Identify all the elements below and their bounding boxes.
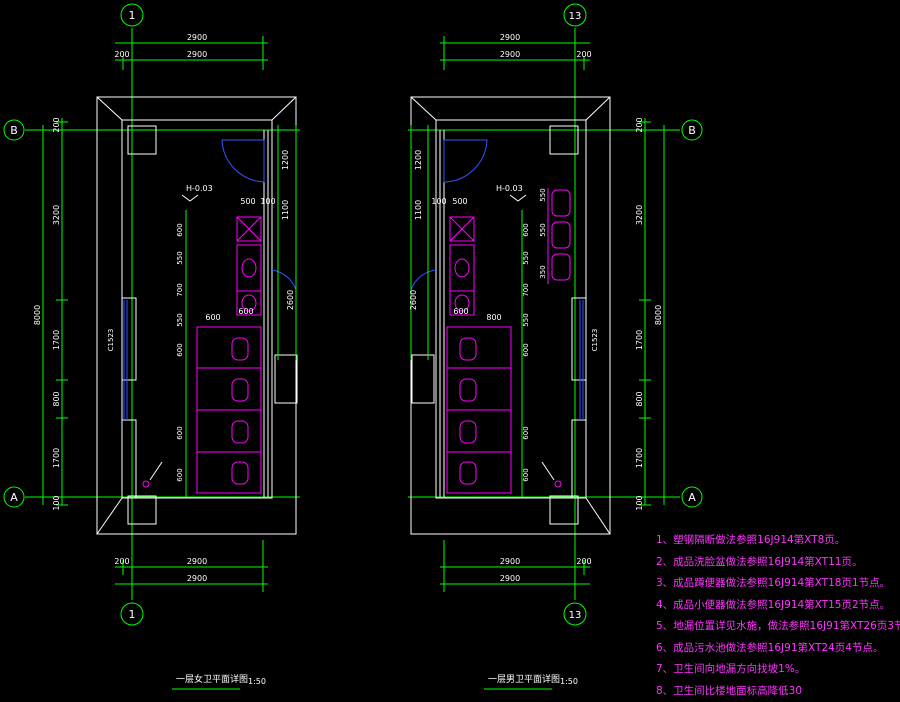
left-dim-2: 1700 bbox=[52, 330, 61, 350]
left-stall-dim-5: 600 bbox=[176, 426, 184, 439]
left-basin-dim-offset: 100 bbox=[260, 197, 275, 206]
left-door-dim-2: 2600 bbox=[286, 290, 295, 310]
right-plan-title: 一层男卫平面详图 bbox=[488, 673, 560, 685]
left-stall-width-2: 600 bbox=[238, 307, 253, 316]
right-basin-dim-offset: 100 bbox=[431, 197, 446, 206]
left-plan: 1 1 2900 200 2900 200 2900 2900 B A bbox=[4, 4, 300, 689]
axis-label-A-right: A bbox=[688, 491, 696, 504]
right-stall-dim-6: 600 bbox=[522, 468, 530, 481]
right-stall-dim-1: 550 bbox=[522, 251, 530, 264]
design-notes: 1、塑钢隔断做法参照16J914第XT8页。 2、成品洗脸盆做法参照16J914… bbox=[656, 530, 900, 702]
axis-label-B-right: B bbox=[688, 124, 696, 137]
note-item: 2、成品洗脸盆做法参照16J914第XT11页。 bbox=[656, 552, 900, 574]
right-dim-2: 1700 bbox=[635, 330, 644, 350]
left-door-dim-0: 1200 bbox=[281, 150, 290, 170]
left-window bbox=[124, 300, 127, 420]
left-door-swing bbox=[222, 140, 264, 182]
right-toilet-stalls bbox=[447, 327, 511, 493]
note-item: 1、塑钢隔断做法参照16J914第XT8页。 bbox=[656, 530, 900, 552]
left-plan-scale: 1:50 bbox=[248, 677, 266, 686]
right-stall-depth: 600 bbox=[453, 307, 468, 316]
right-top-dim-span-2: 2900 bbox=[500, 50, 520, 59]
left-bottom-dimensions bbox=[115, 540, 268, 592]
right-door-dim-0: 1200 bbox=[414, 150, 423, 170]
right-urinals bbox=[548, 188, 570, 284]
right-bottom-dim-span-2: 2900 bbox=[500, 574, 520, 583]
right-stall-dim-5: 600 bbox=[522, 426, 530, 439]
left-top-dim-span: 2900 bbox=[187, 33, 207, 42]
right-urinal-dim-0: 550 bbox=[539, 188, 547, 201]
right-dim-3: 800 bbox=[635, 391, 644, 406]
right-top-dim-offset: 200 bbox=[576, 50, 591, 59]
right-stall-width: 800 bbox=[486, 313, 501, 322]
left-dim-4: 1700 bbox=[52, 448, 61, 468]
right-dim-total: 8000 bbox=[654, 305, 663, 325]
note-item: 7、卫生间向地漏方向找坡1%。 bbox=[656, 659, 900, 681]
right-bottom-dimensions bbox=[440, 540, 590, 592]
right-plan-scale: 1:50 bbox=[560, 677, 578, 686]
left-dim-3: 800 bbox=[52, 391, 61, 406]
note-item: 3、成品蹲便器做法参照16J914第XT18页1节点。 bbox=[656, 573, 900, 595]
left-stall-dim-2: 700 bbox=[176, 283, 184, 296]
note-item: 4、成品小便器做法参照16J914第XT15页2节点。 bbox=[656, 595, 900, 617]
right-bottom-dim-offset: 200 bbox=[576, 557, 591, 566]
left-top-dim-offset: 200 bbox=[114, 50, 129, 59]
left-stall-dim-3: 550 bbox=[176, 313, 184, 326]
note-item: 8、卫生间比楼地面标高降低30 bbox=[656, 681, 900, 702]
left-stall-dim-4: 600 bbox=[176, 343, 184, 356]
right-door-swing bbox=[444, 140, 487, 182]
left-bottom-dim-span-2: 2900 bbox=[187, 574, 207, 583]
left-top-dim-span-2: 2900 bbox=[187, 50, 207, 59]
left-floor-level: H-0.03 bbox=[186, 184, 213, 193]
note-item: 6、成品污水池做法参照16J91第XT24页4节点。 bbox=[656, 638, 900, 660]
right-floor-drain bbox=[555, 481, 561, 487]
right-floor-level: H-0.03 bbox=[496, 184, 523, 193]
right-mop-sink bbox=[450, 217, 474, 241]
left-bottom-dim-span: 2900 bbox=[187, 557, 207, 566]
right-dim-0: 200 bbox=[635, 117, 644, 132]
right-top-dim-span: 2900 bbox=[500, 33, 520, 42]
left-dim-total: 8000 bbox=[33, 305, 42, 325]
right-stall-dim-2: 700 bbox=[522, 283, 530, 296]
left-plan-title: 一层女卫平面详图 bbox=[176, 673, 248, 685]
right-basin-dim-width: 500 bbox=[452, 197, 467, 206]
note-item: 5、地漏位置详见水施，做法参照16J91第XT26页3节点。 bbox=[656, 616, 900, 638]
left-side-dimensions bbox=[43, 118, 68, 505]
axis-label-A-left: A bbox=[10, 491, 18, 504]
left-toilet-stalls bbox=[197, 327, 261, 493]
left-stall-dim-6: 600 bbox=[176, 468, 184, 481]
left-window-code: C1523 bbox=[107, 329, 115, 352]
axis-label-13-bottom: 13 bbox=[569, 610, 582, 621]
left-door-dim-1: 1100 bbox=[281, 200, 290, 220]
right-window-code: C1523 bbox=[591, 329, 599, 352]
right-door-dim-2: 2600 bbox=[409, 290, 418, 310]
axis-label-1-top: 1 bbox=[129, 9, 136, 22]
right-urinal-dim-1: 550 bbox=[539, 223, 547, 236]
left-stall-dim-1: 550 bbox=[176, 251, 184, 264]
right-stall-dim-4: 600 bbox=[522, 343, 530, 356]
right-urinal-dim-2: 350 bbox=[539, 265, 547, 278]
left-bottom-dim-offset: 200 bbox=[114, 557, 129, 566]
right-door-dim-1: 1100 bbox=[414, 200, 423, 220]
left-basin-dim-width: 500 bbox=[240, 197, 255, 206]
right-dim-5: 100 bbox=[635, 495, 644, 510]
right-dim-4: 1700 bbox=[635, 448, 644, 468]
axis-label-1-bottom: 1 bbox=[129, 608, 136, 621]
right-stall-dim-0: 600 bbox=[522, 223, 530, 236]
left-wash-basins bbox=[237, 245, 261, 315]
right-wash-basins bbox=[450, 245, 474, 315]
axis-label-B-left: B bbox=[10, 124, 18, 137]
axis-label-13-top: 13 bbox=[569, 11, 582, 22]
left-dim-1: 3200 bbox=[52, 205, 61, 225]
left-dim-0: 200 bbox=[52, 117, 61, 132]
right-window bbox=[580, 300, 583, 420]
left-floor-drain bbox=[143, 481, 149, 487]
right-dim-1: 3200 bbox=[635, 205, 644, 225]
left-stall-dim-0: 600 bbox=[176, 223, 184, 236]
left-mop-sink bbox=[237, 217, 261, 241]
left-stall-width: 600 bbox=[205, 313, 220, 322]
right-bottom-dim-span: 2900 bbox=[500, 557, 520, 566]
right-stall-dim-3: 550 bbox=[522, 313, 530, 326]
left-dim-5: 100 bbox=[52, 495, 61, 510]
